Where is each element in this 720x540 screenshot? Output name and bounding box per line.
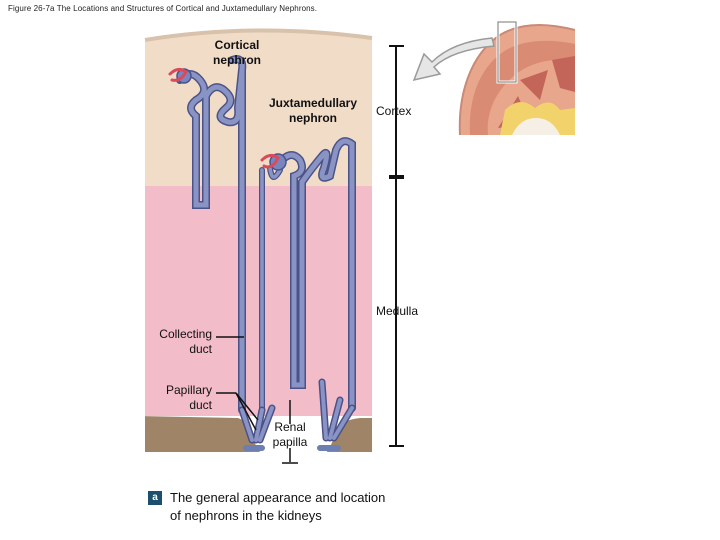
medulla-label: Medulla (376, 304, 419, 318)
papillary-label-line1: Papillary (165, 383, 212, 397)
cortical-label-line1: Cortical (214, 38, 260, 52)
collecting-label-line2: duct (189, 342, 212, 356)
kidney-cortex-shade (469, 40, 575, 135)
juxta-label-line2: nephron (289, 111, 337, 125)
figure-caption: Figure 26-7a The Locations and Structure… (8, 4, 318, 13)
juxta-vasa-recta-fill (260, 166, 282, 412)
papillary-label-line2: duct (189, 398, 212, 412)
cortical-nephron (168, 55, 247, 414)
kidney-outline (458, 24, 576, 136)
cortical-arteriole (168, 67, 188, 82)
papillary-duct-leader-b (235, 392, 259, 421)
kidney-inset (458, 20, 576, 136)
papillary-duct-right (320, 380, 354, 440)
papillary-duct-label: Papillary duct (130, 383, 212, 413)
cortical-nephron-label: Cortical nephron (196, 38, 278, 68)
panel-badge: a (148, 491, 162, 505)
inset-window-border (497, 21, 517, 83)
medulla-region (145, 186, 372, 416)
juxtamedullary-nephron (259, 137, 356, 413)
panel-text-line1: The general appearance and location (170, 490, 386, 505)
renal-papilla-label: Renal papilla (262, 420, 318, 450)
renal-label-line2: papilla (272, 435, 308, 449)
juxta-tubule (279, 138, 355, 411)
panel-description: The general appearance and location of n… (170, 489, 420, 525)
collecting-label-line1: Collecting (159, 327, 212, 341)
cortical-label-line2: nephron (213, 53, 261, 67)
juxtamedullary-nephron-label: Juxtamedullary nephron (254, 96, 372, 126)
collecting-system (238, 378, 356, 451)
cortical-tubule (177, 56, 245, 413)
inset-arrow (412, 37, 495, 82)
minor-calyx-label: Minor calyx (150, 461, 211, 475)
leader-lines (216, 336, 298, 464)
renal-calyx-inset (512, 118, 560, 135)
papillary-duct-left (240, 406, 274, 442)
minor-calyx-region (145, 416, 372, 456)
cortex-label: Cortex (376, 104, 412, 118)
cortex-top-edge (144, 28, 373, 42)
renal-label-line1: Renal (274, 420, 306, 434)
panel-text-line2: of nephrons in the kidneys (170, 508, 322, 523)
juxta-label-line1: Juxtamedullary (268, 96, 358, 110)
collecting-duct-label: Collecting duct (130, 327, 212, 357)
region-bracket (389, 45, 404, 447)
papillary-duct-leader-c (235, 392, 257, 431)
juxta-arteriole (260, 153, 280, 169)
